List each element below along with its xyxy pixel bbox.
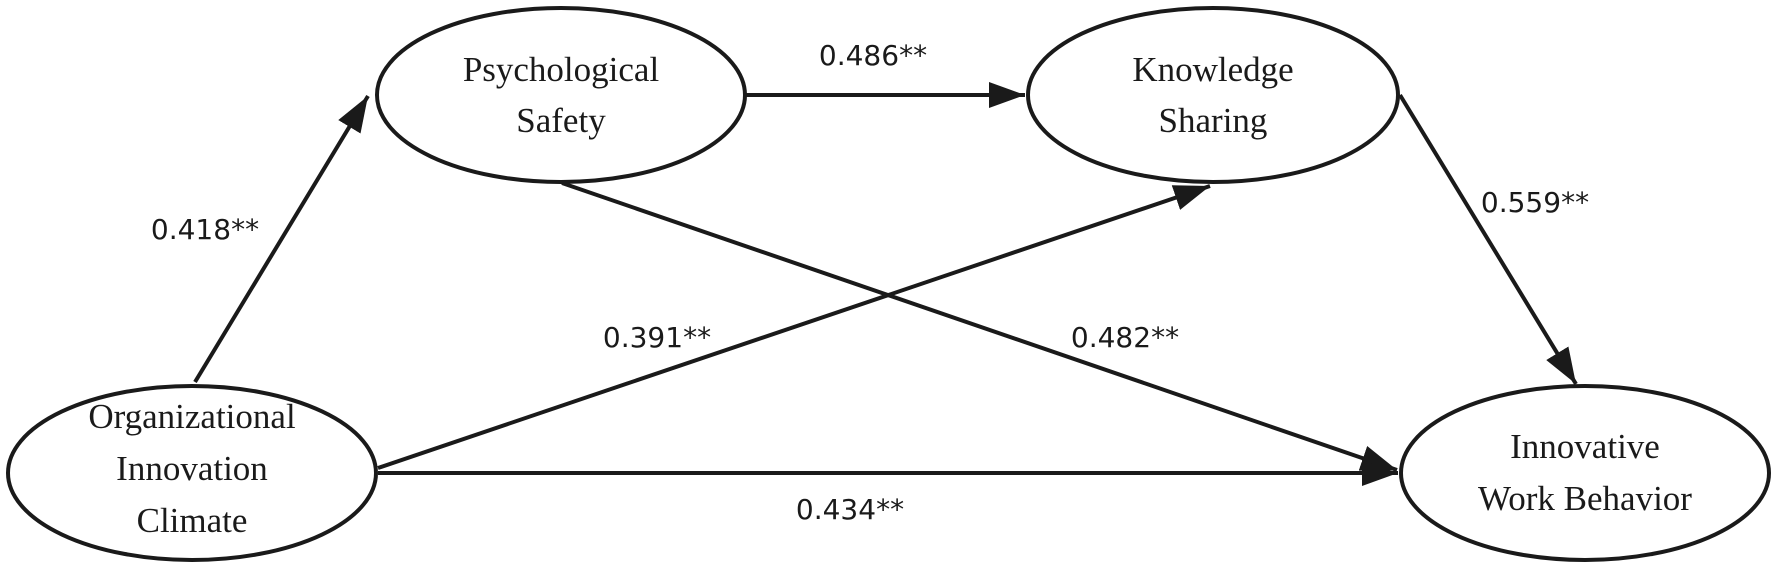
edge-psych-to-innov xyxy=(561,181,1398,472)
edge-knowledge-to-innov xyxy=(1398,93,1578,386)
node-organizational-innovation-climate-line-1: Organizational xyxy=(88,397,296,436)
node-psychological-safety-line-1: Psychological xyxy=(463,50,660,89)
node-organizational-innovation-climate: Organizational Innovation Climate xyxy=(6,384,378,562)
edge-label-org-knowledge: 0.391** xyxy=(603,321,711,354)
node-knowledge-sharing-line-1: Knowledge xyxy=(1132,50,1293,89)
edge-label-psych-knowledge: 0.486** xyxy=(819,39,927,72)
node-psychological-safety-shape xyxy=(375,6,747,184)
edge-label-psych-innov: 0.482** xyxy=(1071,321,1179,354)
edge-label-knowledge-innov: 0.559** xyxy=(1481,186,1589,219)
node-organizational-innovation-climate-shape xyxy=(6,384,378,562)
edge-label-org-innov: 0.434** xyxy=(796,493,904,526)
node-innovative-work-behavior-line-2: Work Behavior xyxy=(1478,479,1692,518)
edge-org-to-psych xyxy=(193,94,370,384)
node-psychological-safety-line-2: Safety xyxy=(516,101,606,140)
node-innovative-work-behavior: Innovative Work Behavior xyxy=(1399,384,1771,562)
node-organizational-innovation-climate-line-2: Innovation xyxy=(116,449,268,488)
edge-label-org-psych: 0.418** xyxy=(151,213,259,246)
node-innovative-work-behavior-shape xyxy=(1399,384,1771,562)
node-knowledge-sharing: Knowledge Sharing xyxy=(1026,6,1400,184)
node-knowledge-sharing-line-2: Sharing xyxy=(1159,101,1268,140)
node-organizational-innovation-climate-line-3: Climate xyxy=(137,501,248,540)
node-innovative-work-behavior-line-1: Innovative xyxy=(1510,427,1660,466)
edge-org-to-knowledge xyxy=(377,184,1211,470)
node-psychological-safety: Psychological Safety xyxy=(375,6,747,184)
node-knowledge-sharing-shape xyxy=(1026,6,1400,184)
